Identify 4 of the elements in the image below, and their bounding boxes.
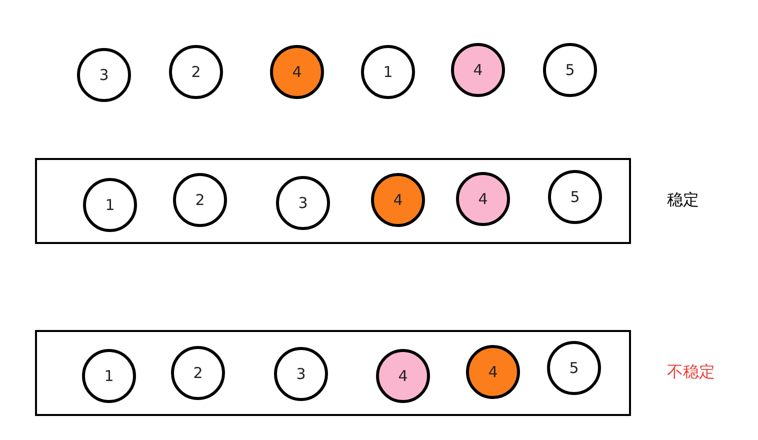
group-frame <box>35 330 631 416</box>
group-frame <box>35 158 631 244</box>
status-label: 不稳定 <box>667 364 715 380</box>
status-label: 稳定 <box>667 192 699 208</box>
